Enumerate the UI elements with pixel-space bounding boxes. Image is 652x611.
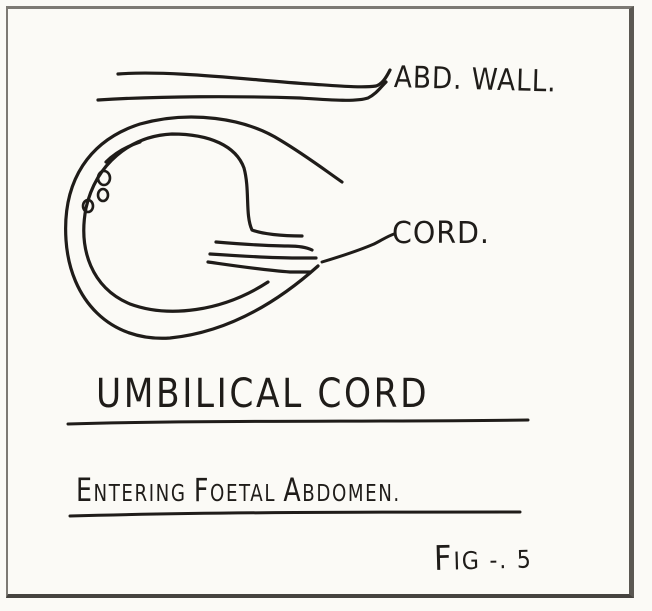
subtitle-part: OETAL <box>210 481 283 507</box>
subtitle-part: BDOMEN. <box>302 481 400 507</box>
abdominal-wall-label: ABD. WALL. <box>394 63 557 98</box>
foetal-abdomen-inner-loop <box>84 134 302 311</box>
figure-label-prefix: F <box>433 538 453 578</box>
subtitle-part: F <box>194 471 210 509</box>
caption-title: UMBILICAL CORD <box>96 374 429 414</box>
oval-structure <box>98 189 108 201</box>
caption-subtitle: ENTERING FOETAL ABDOMEN. <box>76 474 401 506</box>
subtitle-part: E <box>76 471 94 509</box>
cord-strand-middle <box>210 254 316 258</box>
subtitle-underline <box>70 512 520 516</box>
cord-strand-bottom <box>208 262 310 272</box>
cord-pointer-line <box>322 234 394 262</box>
figure-label-rest: IG -. 5 <box>453 544 533 575</box>
figure-number-label: FIG -. 5 <box>434 539 533 576</box>
subtitle-part: A <box>283 471 302 509</box>
abdominal-wall-line-outer <box>118 70 390 87</box>
foetal-abdomen-outer-loop <box>66 117 342 338</box>
title-underline <box>68 420 528 424</box>
subtitle-part: NTERING <box>94 481 194 507</box>
cord-strand-top <box>216 242 312 250</box>
oval-structure <box>98 171 110 185</box>
cord-label: CORD. <box>392 219 490 249</box>
